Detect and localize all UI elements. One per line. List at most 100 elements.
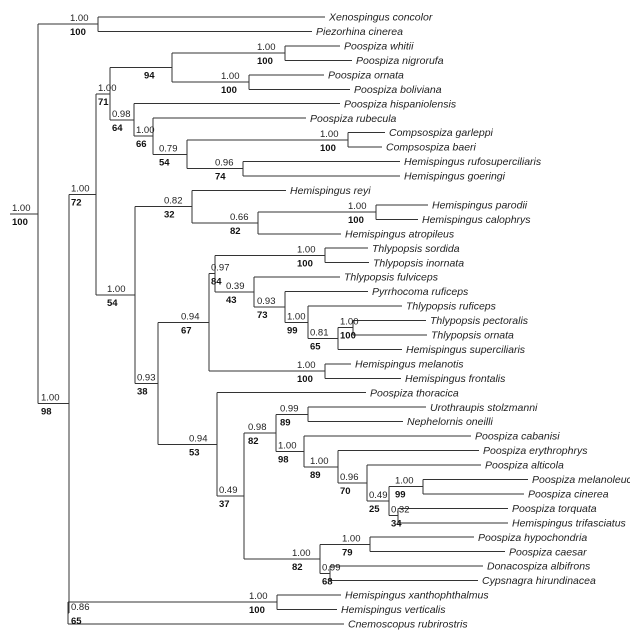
taxon-label: Nephelornis oneilli: [407, 416, 493, 428]
posterior-probability: 0.99: [280, 403, 299, 414]
posterior-probability: 0.97: [211, 263, 230, 274]
bootstrap-value: 72: [71, 197, 82, 208]
taxon-label: Thlypopsis inornata: [373, 257, 464, 269]
bootstrap-value: 34: [391, 519, 402, 530]
bootstrap-value: 98: [41, 407, 52, 418]
posterior-probability: 1.00: [348, 201, 367, 212]
posterior-probability: 0.49: [219, 485, 238, 496]
bootstrap-value: 100: [221, 85, 237, 96]
bootstrap-value: 32: [164, 210, 175, 221]
taxon-label: Poospiza boliviana: [354, 84, 442, 96]
posterior-probability: 0.32: [391, 505, 410, 516]
posterior-probability: 1.00: [249, 591, 268, 602]
taxon-label: Poospiza thoracica: [370, 387, 459, 399]
bootstrap-value: 65: [310, 342, 321, 353]
bootstrap-value: 82: [292, 562, 303, 573]
posterior-probability: 1.00: [297, 244, 316, 255]
posterior-probability: 0.81: [310, 328, 329, 339]
bootstrap-value: 64: [112, 123, 123, 134]
bootstrap-value: 98: [278, 454, 289, 465]
taxon-label: Piezorhina cinerea: [316, 26, 403, 38]
taxon-label: Poospiza rubecula: [310, 113, 397, 125]
bootstrap-value: 74: [215, 172, 226, 183]
taxon-label: Poospiza cinerea: [528, 488, 609, 500]
posterior-probability: 1.00: [136, 125, 155, 136]
posterior-probability: 1.00: [287, 311, 306, 322]
taxon-label: Thlypopsis fulviceps: [344, 272, 439, 284]
bootstrap-value: 99: [395, 490, 406, 501]
posterior-probability: 1.00: [340, 317, 359, 328]
taxon-label: Hemispingus superciliaris: [406, 344, 526, 356]
bootstrap-value: 100: [70, 27, 86, 38]
bootstrap-value: 37: [219, 499, 230, 510]
taxon-label: Hemispingus verticalis: [341, 604, 446, 616]
bootstrap-value: 84: [211, 277, 222, 288]
bootstrap-value: 89: [310, 470, 321, 481]
bootstrap-value: 94: [144, 71, 155, 82]
posterior-probability: 1.00: [98, 83, 117, 94]
taxon-label: Poospiza cabanisi: [475, 431, 560, 443]
posterior-probability: 1.00: [395, 476, 414, 487]
bootstrap-value: 67: [181, 325, 192, 336]
taxon-label: Hemispingus reyi: [290, 185, 371, 197]
posterior-probability: 1.00: [71, 183, 90, 194]
posterior-probability: 1.00: [257, 42, 276, 53]
bootstrap-value: 100: [348, 215, 364, 226]
bootstrap-value: 100: [257, 56, 273, 67]
bootstrap-value: 100: [249, 605, 265, 616]
bootstrap-value: 82: [230, 226, 241, 237]
posterior-probability: 0.94: [181, 311, 200, 322]
taxon-label: Hemispingus goeringi: [404, 171, 506, 183]
posterior-probability: 1.00: [292, 548, 311, 559]
taxon-label: Cypsnagra hirundinacea: [482, 575, 596, 587]
taxon-label: Poospiza whitii: [344, 41, 414, 53]
posterior-probability: 1.00: [342, 533, 361, 544]
posterior-probability: 0.98: [112, 109, 131, 120]
bootstrap-value: 66: [136, 139, 147, 150]
taxon-label: Hemispingus frontalis: [405, 373, 506, 385]
bootstrap-value: 54: [107, 298, 118, 309]
posterior-probability: 0.99: [322, 562, 341, 573]
posterior-probability: 1.00: [41, 393, 60, 404]
taxon-label: Hemispingus calophrys: [422, 214, 531, 226]
bootstrap-value: 100: [12, 217, 28, 228]
bootstrap-value: 100: [340, 331, 356, 342]
bootstrap-value: 79: [342, 547, 353, 558]
posterior-probability: 0.66: [230, 212, 249, 223]
bootstrap-value: 100: [297, 374, 313, 385]
taxon-label: Poospiza erythrophrys: [483, 445, 588, 457]
taxon-label: Poospiza nigrorufa: [356, 55, 444, 67]
taxon-label: Poospiza ornata: [328, 69, 404, 81]
posterior-probability: 0.86: [71, 602, 90, 613]
posterior-probability: 0.94: [189, 433, 208, 444]
bootstrap-value: 53: [189, 447, 200, 458]
bootstrap-value: 25: [369, 504, 380, 515]
posterior-probability: 1.00: [310, 456, 329, 467]
posterior-probability: 0.82: [164, 196, 183, 207]
bootstrap-value: 99: [287, 325, 298, 336]
taxon-label: Compsospiza baeri: [386, 142, 477, 154]
taxon-label: Thlypopsis ornata: [431, 330, 514, 342]
taxon-label: Poospiza melanoleuca: [532, 474, 630, 486]
taxon-label: Urothraupis stolzmanni: [430, 402, 538, 414]
posterior-probability: 0.79: [159, 143, 178, 154]
taxon-label: Xenospingus concolor: [328, 12, 433, 24]
taxon-label: Hemispingus xanthophthalmus: [345, 590, 489, 602]
posterior-probability: 0.93: [137, 372, 156, 383]
taxon-label: Hemispingus melanotis: [355, 358, 464, 370]
posterior-probability: 0.96: [215, 158, 234, 169]
taxon-label: Donacospiza albifrons: [487, 561, 591, 573]
taxon-label: Hemispingus parodii: [432, 199, 528, 211]
taxon-label: Poospiza alticola: [485, 460, 564, 472]
posterior-probability: 0.49: [369, 490, 388, 501]
taxon-label: Poospiza hispaniolensis: [344, 98, 457, 110]
bootstrap-value: 100: [320, 143, 336, 154]
taxon-label: Thlypopsis ruficeps: [406, 301, 497, 313]
taxon-label: Pyrrhocoma ruficeps: [372, 286, 469, 298]
posterior-probability: 0.39: [226, 281, 245, 292]
bootstrap-value: 73: [257, 310, 268, 321]
posterior-probability: 1.00: [221, 71, 240, 82]
taxon-label: Hemispingus rufosuperciliaris: [404, 156, 542, 168]
taxon-label: Poospiza caesar: [509, 546, 587, 558]
